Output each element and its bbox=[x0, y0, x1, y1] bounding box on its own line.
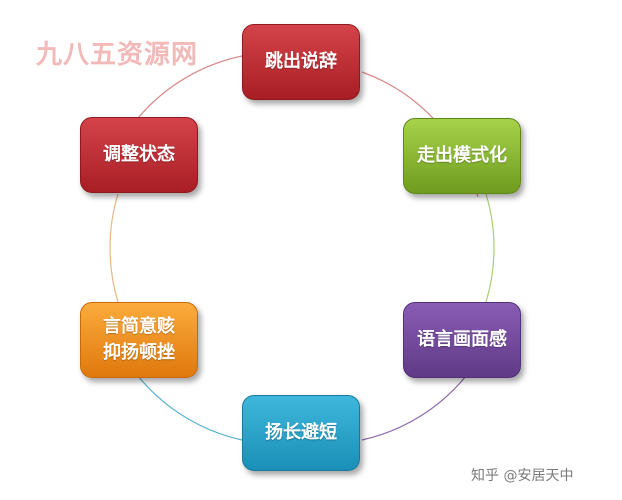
step-label: 跳出说辞 bbox=[265, 50, 337, 72]
step-label-line-2: 抑扬顿挫 bbox=[103, 342, 175, 363]
step-node-bottom-right: 语言画面感 bbox=[403, 302, 521, 378]
step-node-bottom: 扬长避短 bbox=[242, 395, 360, 471]
ring-arc-right bbox=[485, 193, 495, 303]
step-label-line-1: 言简意赅 bbox=[103, 315, 175, 337]
ring-arc-bottom-left bbox=[137, 375, 243, 441]
step-node-top: 跳出说辞 bbox=[242, 24, 360, 100]
step-label: 调整状态 bbox=[103, 143, 175, 165]
ring-arc-bottom-right bbox=[361, 375, 467, 441]
ring-arc-left bbox=[109, 193, 119, 303]
ring-arc-top-left bbox=[137, 55, 243, 119]
step-node-left: 调整状态 bbox=[80, 117, 198, 193]
watermark-text: 九八五资源网 bbox=[36, 40, 199, 70]
step-label: 扬长避短 bbox=[265, 421, 337, 443]
step-label: 走出模式化 bbox=[417, 144, 507, 166]
author-credit: 知乎 @安居天中 bbox=[471, 468, 574, 484]
step-label: 语言画面感 bbox=[417, 328, 507, 350]
step-node-right: 走出模式化 bbox=[403, 118, 521, 194]
step-node-bottom-left: 言简意赅 抑扬顿挫 bbox=[80, 302, 198, 378]
